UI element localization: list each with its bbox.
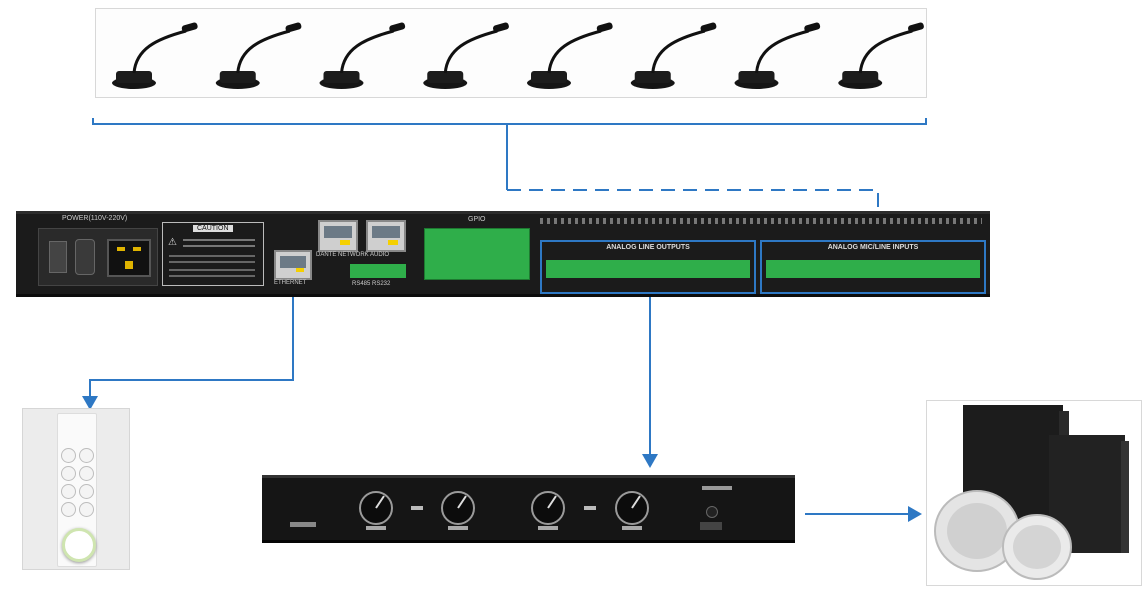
- mic-bracket-line: [92, 118, 927, 125]
- wall-control-panel: [22, 408, 130, 570]
- amplifier-gain-knob[interactable]: [615, 491, 649, 530]
- rs-terminal[interactable]: [350, 264, 406, 278]
- panel-button[interactable]: [61, 502, 76, 517]
- dante-port-primary[interactable]: [318, 220, 358, 252]
- panel-button[interactable]: [79, 448, 94, 463]
- outputs-label: ANALOG LINE OUTPUTS: [606, 244, 690, 251]
- panel-button[interactable]: [79, 484, 94, 499]
- top-terminal-strip: [540, 218, 982, 224]
- amp-usb-port[interactable]: [700, 522, 722, 530]
- dante-label: DANTE NETWORK AUDIO: [316, 252, 390, 258]
- fuse-holder: [75, 239, 95, 275]
- ethernet-port[interactable]: [274, 250, 312, 280]
- rs-label: RS485 RS232: [352, 281, 391, 287]
- dsp-processor: POWER(110V-220V) CAUTION ⚠ ETHERNET DANT…: [16, 211, 990, 297]
- amp-model-label: [702, 486, 732, 490]
- gooseneck-microphone-icon: [319, 22, 406, 89]
- analog-outputs-group: ANALOG LINE OUTPUTS: [540, 240, 756, 294]
- analog-inputs-group: ANALOG MIC/LINE INPUTS: [760, 240, 986, 294]
- inputs-label: ANALOG MIC/LINE INPUTS: [827, 244, 919, 251]
- power-module: [38, 228, 158, 286]
- gpio-label: GPIO: [468, 216, 486, 223]
- gooseneck-microphone-icon: [112, 22, 198, 89]
- amplifier-front: [359, 486, 732, 530]
- gpio-terminal-block[interactable]: [424, 228, 530, 280]
- microphone-strip: [95, 8, 927, 98]
- amplifier-gain-knob[interactable]: [359, 491, 393, 530]
- volume-knob[interactable]: [62, 528, 96, 562]
- microphone-group: [112, 22, 924, 89]
- outputs-terminal-block[interactable]: [546, 260, 750, 278]
- caution-panel: CAUTION ⚠: [162, 222, 264, 286]
- speakers-image: [926, 400, 1142, 586]
- channel-indicator: [584, 506, 596, 510]
- speaker-group: [934, 405, 1129, 580]
- power-switch[interactable]: [49, 241, 67, 273]
- mic-to-inputs-dashed-line: [507, 189, 879, 212]
- panel-button[interactable]: [79, 502, 94, 517]
- panel-button[interactable]: [61, 484, 76, 499]
- warning-triangle-icon: ⚠: [168, 237, 177, 248]
- amplifier-gain-knob[interactable]: [531, 491, 565, 530]
- inputs-terminal-block[interactable]: [766, 260, 980, 278]
- power-label: POWER(110V-220V): [62, 215, 128, 222]
- gooseneck-microphone-icon: [630, 22, 717, 89]
- panel-button[interactable]: [61, 466, 76, 481]
- channel-indicator: [411, 506, 423, 510]
- power-amplifier: [262, 475, 795, 543]
- caution-label: CAUTION: [193, 225, 233, 232]
- ethernet-to-panel-line: [82, 290, 294, 410]
- gooseneck-microphone-icon: [838, 22, 924, 89]
- panel-button[interactable]: [61, 448, 76, 463]
- gooseneck-microphone-icon: [734, 22, 821, 89]
- amp-brand-logo: [290, 522, 316, 527]
- ethernet-label: ETHERNET: [274, 280, 307, 286]
- gooseneck-microphone-icon: [423, 22, 509, 89]
- gooseneck-microphone-icon: [527, 22, 613, 89]
- panel-button[interactable]: [79, 466, 94, 481]
- iec-socket[interactable]: [107, 239, 151, 277]
- gooseneck-microphone-icon: [215, 22, 302, 89]
- amplifier-gain-knob[interactable]: [441, 491, 475, 530]
- amp-power-button[interactable]: [706, 506, 718, 518]
- dante-port-secondary[interactable]: [366, 220, 406, 252]
